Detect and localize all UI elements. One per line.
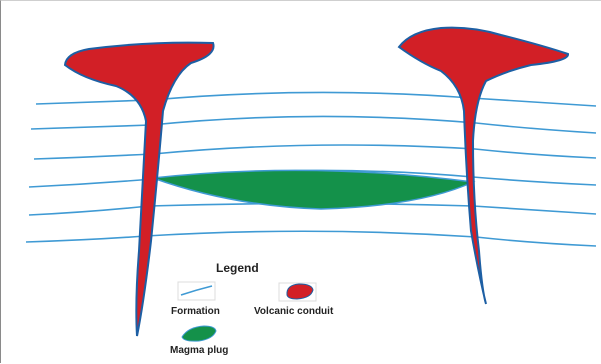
plug-legend-shape — [182, 326, 216, 341]
magma-plug — [153, 170, 473, 209]
legend-label-volcanic-conduit: Volcanic conduit — [254, 306, 333, 317]
formation-line — [31, 116, 596, 133]
formation-line — [26, 231, 596, 246]
legend-title: Legend — [216, 261, 259, 275]
formation-lines — [26, 92, 596, 246]
legend-label-formation: Formation — [171, 306, 220, 317]
right-volcanic-conduit — [399, 28, 568, 304]
formation-line — [34, 145, 596, 159]
legend-label-magma-plug: Magma plug — [170, 345, 228, 356]
formation-line — [36, 92, 596, 106]
